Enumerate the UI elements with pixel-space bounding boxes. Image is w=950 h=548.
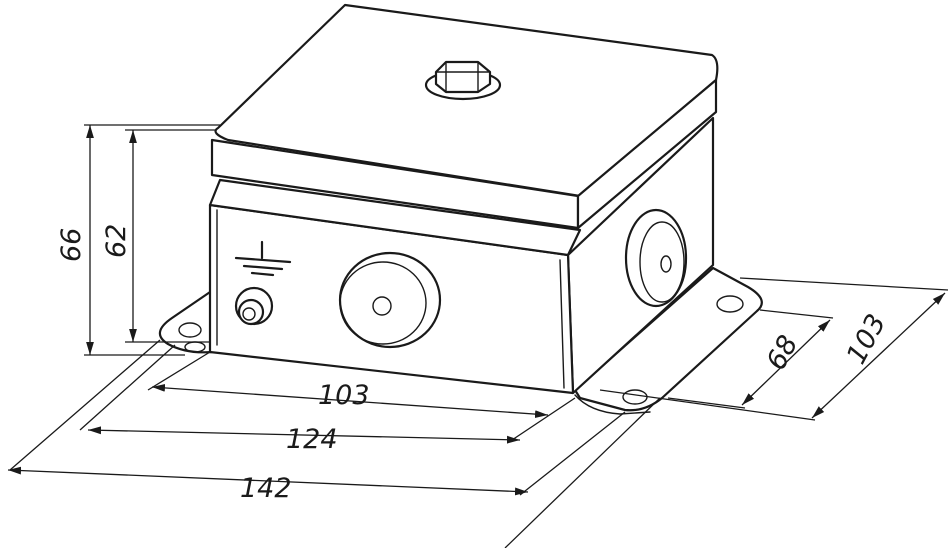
dim-line-142 (7, 466, 529, 496)
height-dimensions: 66 62 (56, 124, 220, 356)
mounting-base-plate (158, 266, 763, 415)
width-dimensions: 103 124 142 (7, 339, 661, 548)
dim-label-66: 66 (56, 228, 87, 262)
dim-line-103-front (151, 384, 549, 418)
hex-bolt-icon (424, 60, 502, 101)
right-mounting-hole (716, 295, 744, 313)
dim-label-103-front: 103 (318, 380, 370, 411)
side-cable-gland-icon (624, 208, 688, 308)
box-top-rim (208, 178, 582, 257)
front-cable-gland-icon (338, 251, 442, 349)
dim-label-62: 62 (101, 224, 132, 258)
ground-terminal-icon (234, 286, 274, 326)
ground-symbol-icon (234, 240, 292, 277)
dim-line-103-side (811, 292, 946, 419)
dim-label-103-side: 103 (841, 309, 893, 369)
dim-label-124: 124 (286, 424, 338, 455)
dim-line-124 (87, 426, 521, 444)
dim-label-142: 142 (240, 473, 292, 504)
box-lid (210, 3, 719, 230)
lid-side-face (576, 78, 718, 230)
left-mounting-hole (178, 322, 202, 338)
dim-label-68: 68 (761, 330, 805, 375)
left-mounting-ear (158, 288, 215, 354)
